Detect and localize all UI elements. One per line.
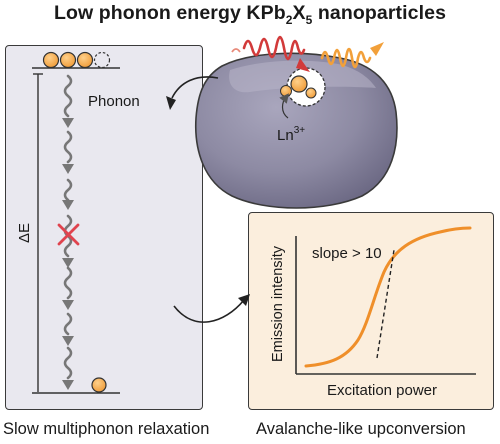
- excitation-arrowhead: [296, 58, 310, 72]
- link-arrow-to-left: [171, 76, 219, 99]
- slope-annotation: slope > 10: [312, 245, 382, 262]
- arrowhead-1: [62, 118, 74, 128]
- figure-title: Low phonon energy KPb2X5 nanoparticles: [53, 2, 447, 27]
- energy-gap-label: ΔE: [16, 223, 33, 243]
- arrowhead-6: [62, 336, 74, 346]
- ion-nucleus: [280, 85, 292, 97]
- ion-label: Ln3+: [277, 125, 305, 144]
- arrowhead-7: [62, 380, 74, 390]
- electron-upper-3: [76, 51, 94, 69]
- arrowhead-2: [62, 164, 74, 174]
- emission-light-wave: [320, 42, 384, 69]
- phonon-wave-2: [63, 130, 73, 164]
- phonon-wave-5: [63, 266, 73, 300]
- slope-tangent: [376, 249, 395, 359]
- arrowhead-3: [62, 200, 74, 210]
- y-axis-label: Emission intensity: [270, 245, 286, 362]
- link-arrowhead-right: [238, 294, 250, 306]
- phonon-arrowheads: [62, 118, 74, 390]
- phonon-wave-1: [63, 74, 73, 118]
- link-arrow-to-right: [173, 299, 245, 323]
- blocked-cross-icon: [57, 223, 80, 246]
- phonon-wave-6: [63, 312, 73, 336]
- x-axis-label: Excitation power: [327, 382, 437, 399]
- link-arrowhead-left: [166, 96, 176, 110]
- ion-electron-small: [305, 87, 317, 99]
- electron-hole: [93, 51, 111, 69]
- electron-upper-2: [59, 51, 77, 69]
- excitation-light-wave: [231, 35, 310, 72]
- emission-arrowhead: [370, 42, 384, 56]
- phonon-wave-3: [63, 178, 73, 202]
- right-caption: Avalanche-like upconversion: [256, 420, 466, 438]
- emission-curve: [304, 226, 472, 368]
- left-caption: Slow multiphonon relaxation: [3, 420, 210, 438]
- arrowhead-4: [62, 258, 74, 268]
- phonon-label: Phonon: [88, 93, 140, 110]
- electron-lower: [91, 377, 107, 393]
- arrowhead-5: [62, 300, 74, 310]
- ion-pointer-arrow: [279, 93, 289, 119]
- electron-upper-1: [42, 51, 60, 69]
- ion-electron-large: [290, 75, 308, 93]
- phonon-wave-7: [63, 346, 73, 380]
